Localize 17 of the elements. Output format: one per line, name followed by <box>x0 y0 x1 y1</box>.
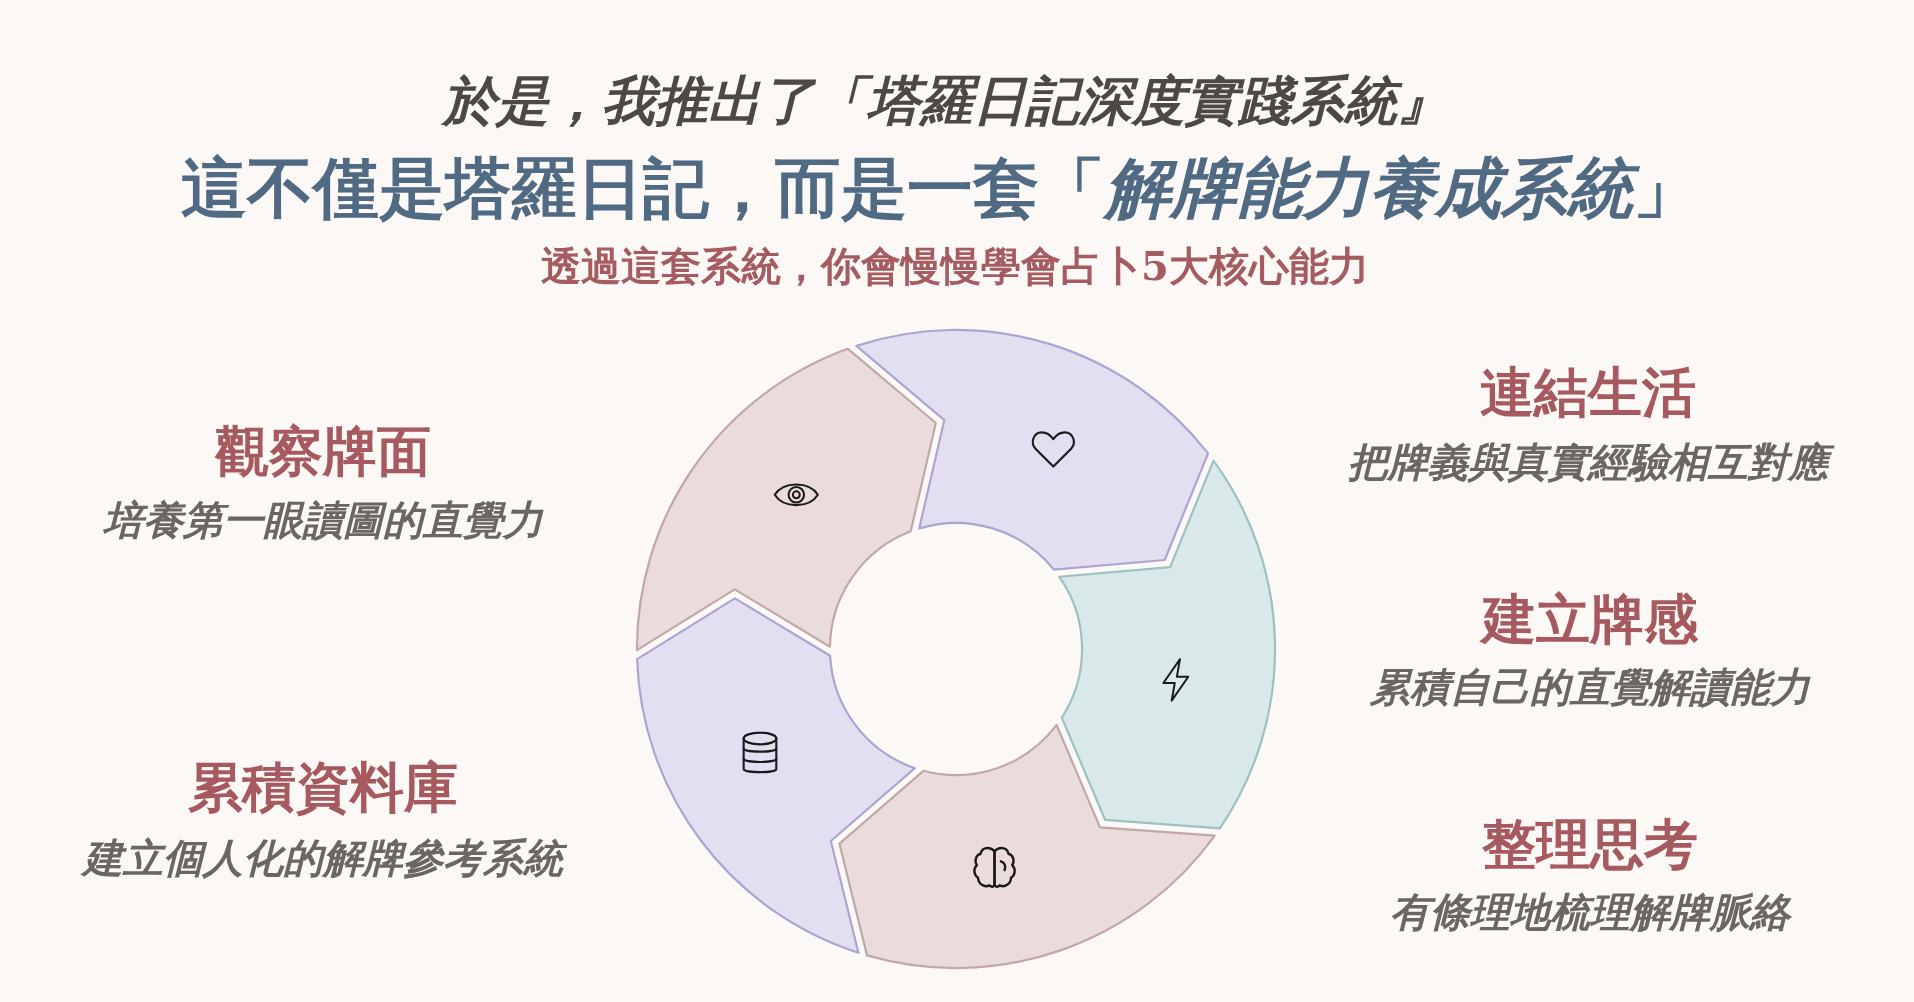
heading: 整理思考 <box>1482 811 1698 879</box>
title: 這不僅是塔羅日記，而是一套「解牌能力養成系統」 <box>180 147 1700 229</box>
subheading: 透過這套系統，你會慢慢學會占卜5大核心能力 <box>541 241 1369 291</box>
subheading: 於是，我推出了「塔羅日記深度實踐系統』 <box>439 67 1451 133</box>
arrow-segment <box>1058 459 1277 830</box>
arrow-segment <box>855 329 1210 571</box>
description: 累積自己的直覺解讀能力 <box>1369 662 1812 712</box>
arrow-segment <box>838 723 1216 969</box>
heading: 觀察牌面 <box>215 418 431 486</box>
heading: 累積資料庫 <box>188 754 458 822</box>
description: 培養第一眼讀圖的直覺力 <box>102 495 545 545</box>
description: 把牌義與真實經驗相互對應 <box>1338 437 1838 487</box>
arrow-segment <box>636 597 916 954</box>
description: 建立個人化的解牌參考系統 <box>73 833 573 883</box>
description: 有條理地梳理解牌脈絡 <box>1389 887 1793 937</box>
heading: 連結生活 <box>1480 359 1696 427</box>
arrow-segment <box>635 347 937 652</box>
